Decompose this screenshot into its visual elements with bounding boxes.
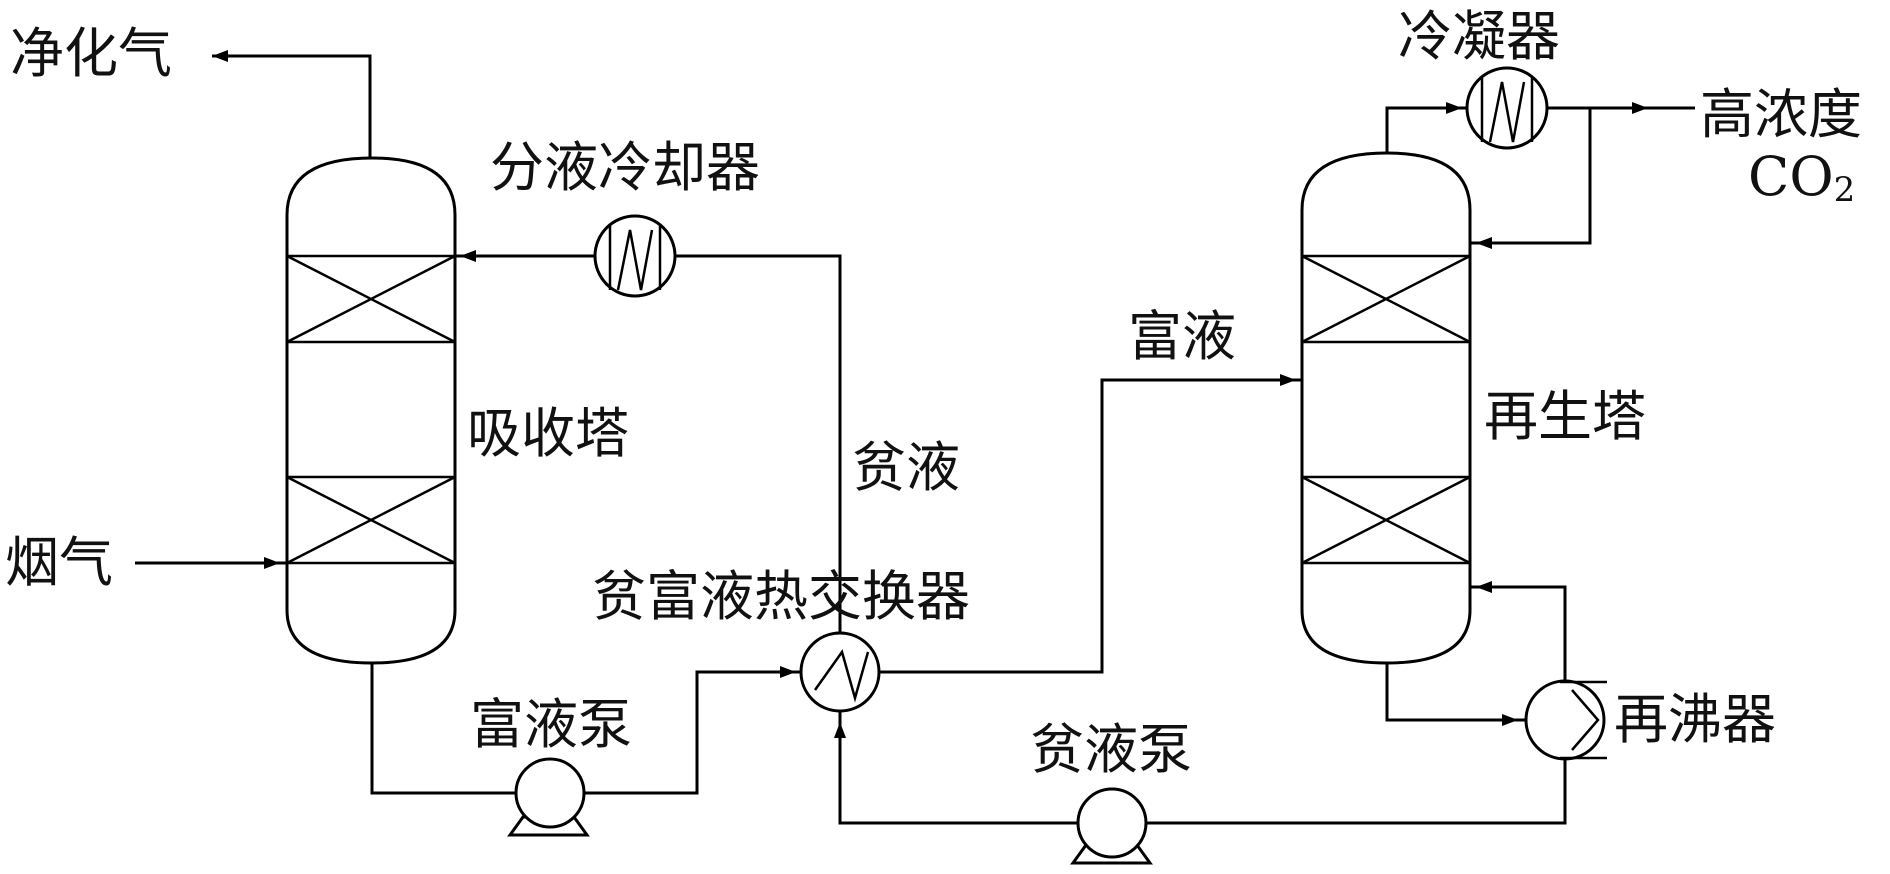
absorber-packing-lower [285,475,457,565]
rich-pump-label: 富液泵 [470,693,632,756]
purified-gas-label: 净化气 [10,22,172,85]
lean-liquid-line [676,254,842,672]
reboiler-label: 再沸器 [1614,688,1776,751]
co2-subscript: 2 [1834,170,1856,210]
rich-pump-suction-line [370,663,515,795]
rich-liquid-label: 富液 [1128,305,1236,368]
condenser [1465,66,1549,150]
lean-cooler [593,214,677,298]
flue-gas-label: 烟气 [5,531,113,594]
pipes [135,54,1695,825]
regenerator-packing-lower [1300,475,1472,565]
condenser-label: 冷凝器 [1398,5,1560,68]
regenerator-overhead-line [1385,106,1467,153]
regenerator-tower [1300,151,1472,665]
regenerator-packing-upper [1300,254,1472,344]
reboiler-vapor-return-line [1470,585,1567,683]
lean-pump [1070,787,1153,865]
lean-pump-label: 贫液泵 [1030,718,1192,781]
rich-pump [507,757,590,837]
lean-cooler-label: 分液冷却器 [490,136,760,199]
co2-main-text: CO [1748,145,1834,208]
absorber-tower [285,156,457,665]
lean-rich-hx-label: 贫富液热交换器 [592,565,970,628]
regenerator-label: 再生塔 [1484,385,1646,448]
lean-pump-discharge-line [838,712,1080,825]
rich-liquid-line [878,378,1302,674]
absorber-label: 吸收塔 [467,402,629,465]
absorber-packing-upper [285,254,457,344]
labels: 净化气 烟气 吸收塔 分液冷却器 贫液 富液 贫富液热交换器 富液泵 贫液泵 再… [5,5,1862,781]
reboiler [1524,679,1607,761]
high-concentration-label: 高浓度 [1700,83,1862,146]
lean-liquid-label: 贫液 [852,436,960,499]
reboiler-feed-line [1385,663,1525,722]
lean-rich-heat-exchanger [799,631,881,713]
co2-label: CO2 [1748,145,1855,210]
rich-pump-discharge-line [585,670,800,795]
lean-pump-suction-line [1145,758,1567,825]
reflux-line [1470,108,1592,245]
purified-gas-line [212,54,372,158]
